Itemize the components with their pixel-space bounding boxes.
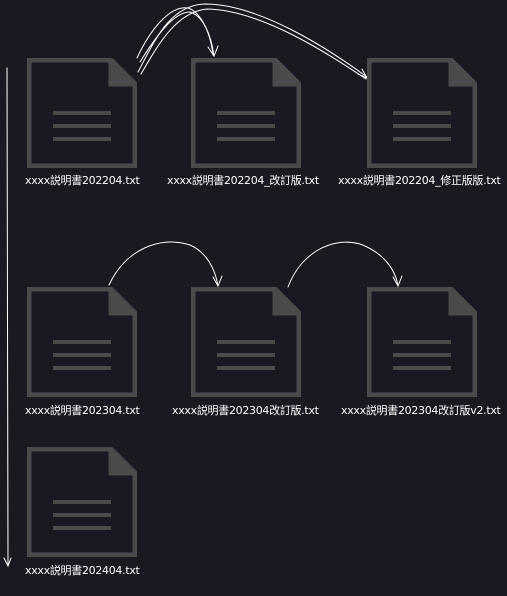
document-icon bbox=[367, 287, 477, 397]
file-202304-kaitei[interactable] bbox=[191, 287, 301, 397]
file-label: xxxx説明書202304改訂版v2.txt bbox=[341, 404, 501, 417]
file-202304-kaitei-v2[interactable] bbox=[367, 287, 477, 397]
file-label: xxxx説明書202404.txt bbox=[25, 564, 140, 577]
file-202304[interactable] bbox=[27, 287, 137, 397]
document-icon bbox=[27, 58, 137, 168]
arrow-kaitei-to-v2 bbox=[287, 241, 403, 288]
file-202204[interactable] bbox=[27, 58, 137, 168]
document-icon bbox=[191, 287, 301, 397]
file-label: xxxx説明書202304改訂版.txt bbox=[172, 404, 319, 417]
file-202204-kaitei[interactable] bbox=[191, 58, 301, 168]
document-icon bbox=[27, 287, 137, 397]
file-label: xxxx説明書202304.txt bbox=[25, 404, 140, 417]
file-label: xxxx説明書202204_改訂版.txt bbox=[167, 174, 319, 187]
document-icon bbox=[27, 447, 137, 557]
arrow-202304-to-kaitei bbox=[108, 241, 223, 288]
document-icon bbox=[367, 58, 477, 168]
timeline-arrow bbox=[3, 67, 12, 568]
file-202204-shusei[interactable] bbox=[367, 58, 477, 168]
file-label: xxxx説明書202204.txt bbox=[25, 174, 140, 187]
file-label: xxxx説明書202204_修正版版.txt bbox=[338, 174, 501, 187]
document-icon bbox=[191, 58, 301, 168]
arrow-202204-to-kaitei bbox=[136, 7, 219, 63]
file-202404[interactable] bbox=[27, 447, 137, 557]
